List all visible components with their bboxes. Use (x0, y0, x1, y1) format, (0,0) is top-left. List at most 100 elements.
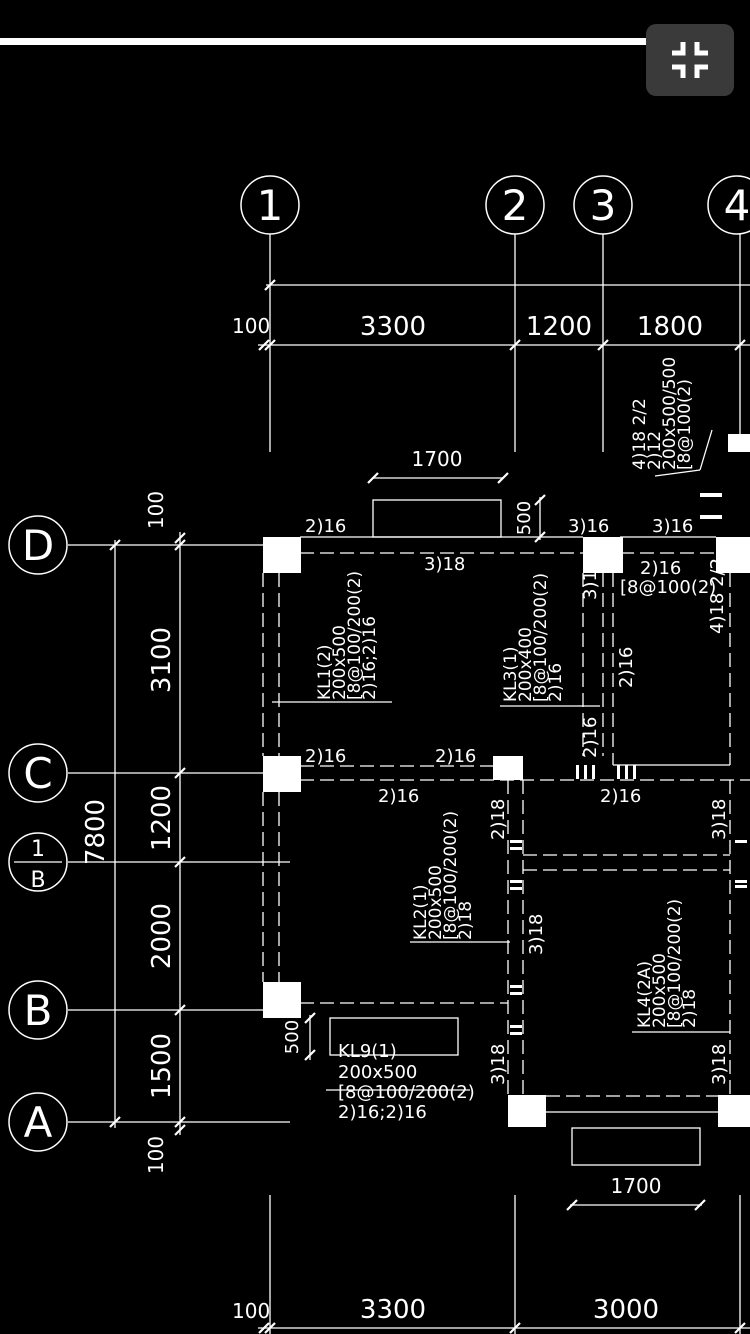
axis-3-label: 3 (590, 181, 617, 230)
rebar-3-col: 3)16 (580, 559, 601, 600)
dim-tick (109, 539, 121, 551)
wall-D1-C1 (263, 573, 279, 763)
stirrup-mark-h-8 (735, 840, 747, 843)
kl9-note-0: KL9(1) (338, 1041, 397, 1062)
top-right-note-2: 200x500/500 (660, 357, 680, 470)
stirrup-mark-h-0 (510, 840, 522, 843)
column-A4 (718, 1095, 750, 1127)
dim-3100: 3100 (147, 627, 177, 693)
stirrup-mark-h-6 (510, 1025, 522, 1028)
dim-tick (109, 1116, 121, 1128)
kl1-note-3: 2)16;2)16 (360, 616, 380, 700)
rebar-D-3: 3)16 (568, 516, 609, 537)
dim-tick (497, 472, 509, 484)
column-top-right-hatch-1 (700, 493, 722, 497)
kl9-note-3: 2)16;2)16 (338, 1102, 427, 1123)
dim-tick (174, 532, 186, 544)
dim-2000: 2000 (147, 903, 177, 969)
rebar-2-lower: 3)18 (488, 1044, 509, 1085)
rebar-D-left: 2)16 (305, 516, 346, 537)
kl2-note-1: 200x500 (426, 865, 446, 940)
dim-1200: 1200 (147, 785, 177, 851)
kl1-note-2: [8@100/200(2) (345, 571, 365, 700)
column-D1 (263, 537, 301, 573)
kl4-note-3: 2)18 (680, 989, 700, 1028)
kl3-note-3: 2)16 (546, 663, 566, 702)
dim-tick (304, 1049, 316, 1061)
axis-1B-den: B (30, 868, 45, 893)
dim-tick (367, 472, 379, 484)
dim-100-top: 100 (144, 491, 168, 529)
top-right-note-3: [8@100(2) (675, 379, 695, 470)
dim-tick (734, 339, 746, 351)
kl9-outline (329, 1017, 459, 1056)
axis-4-circle (707, 175, 750, 235)
kl1-note-1: 200x500 (330, 625, 350, 700)
dim-tick (509, 339, 521, 351)
dim-3300: 3300 (360, 312, 426, 342)
stirrup-mark-0 (576, 765, 579, 779)
top-right-note-0: 4)18 2/2 (630, 398, 650, 470)
exit-fullscreen-button[interactable] (646, 24, 734, 96)
axis-1B-num: 1 (31, 837, 45, 862)
dim-tick (694, 1199, 706, 1211)
axis-D-label: D (22, 521, 54, 570)
dim-1700-top: 1700 (412, 447, 463, 471)
dim-tick (734, 1322, 746, 1334)
kl3-note-2: [8@100/200(2) (531, 573, 551, 702)
dim-1700-bottom: 1700 (611, 1174, 662, 1198)
top-right-note-1: 2)12 (645, 431, 665, 470)
dim-100-bottom: 100 (144, 1136, 168, 1174)
stirrup-mark-h-4 (510, 985, 522, 988)
dim-tick (264, 279, 276, 291)
column-D4 (716, 537, 750, 573)
dim-tick (304, 1012, 316, 1024)
stirrup-mark-3 (617, 765, 620, 779)
stirrup-mark-4 (625, 765, 628, 779)
dim-100-bottom-row: 100 (232, 1299, 270, 1323)
kl1-note-0: KL1(2) (315, 644, 335, 700)
dim-tick (509, 1322, 521, 1334)
kl9-note-1: 200x500 (338, 1062, 417, 1083)
axis-1-label: 1 (257, 181, 284, 230)
dim-3300-bottom: 3300 (360, 1295, 426, 1325)
axis-4-label: 4 (724, 181, 750, 230)
column-B1 (263, 982, 301, 1018)
rebar-C-right: 2)16 (600, 786, 641, 807)
rebar-C-below: 2)16 (378, 786, 419, 807)
stirrup-mark-h-3 (510, 887, 522, 890)
rebar-4-lower: 3)18 (709, 1044, 730, 1085)
axis-B-circle (8, 980, 68, 1040)
column-top-right (728, 434, 750, 452)
dim-1800: 1800 (637, 312, 703, 342)
column-top-right-hatch-2 (700, 515, 722, 519)
dim-500-bottom: 500 (282, 1020, 303, 1054)
stirrup-mark-h-1 (510, 847, 522, 850)
axis-B-label: B (24, 986, 53, 1035)
axis-2-label: 2 (502, 181, 529, 230)
kl9-note-2: [8@100/200(2) (338, 1082, 475, 1103)
top-bar-line (0, 38, 660, 45)
dim-tick (174, 1124, 186, 1136)
dim-tick (258, 339, 270, 351)
dim-3000-bottom: 3000 (593, 1295, 659, 1325)
stirrup-mark-h-10 (735, 885, 747, 888)
stirrup-mark-5 (633, 765, 636, 779)
dim-1200: 1200 (526, 312, 592, 342)
axis-A-circle (8, 1092, 68, 1152)
right-col-note-2: 4)18 2/2 (707, 558, 728, 634)
dim-tick (174, 856, 186, 868)
stirrup-mark-h-7 (510, 1032, 522, 1035)
dim-tick (174, 1004, 186, 1016)
kl4-note-1: 200x500 (650, 953, 670, 1028)
kl2-note-2: [8@100/200(2) (441, 811, 461, 940)
rebar-C-mid: 2)16 (435, 746, 476, 767)
dim-tick (264, 339, 276, 351)
kl2-note-3: 2)18 (456, 901, 476, 940)
exit-fullscreen-icon (672, 42, 708, 78)
dim-tick (534, 531, 546, 543)
stirrup-mark-2 (592, 765, 595, 779)
rebar-2-upper: 2)18 (488, 799, 509, 840)
top-right-leader (654, 469, 701, 477)
